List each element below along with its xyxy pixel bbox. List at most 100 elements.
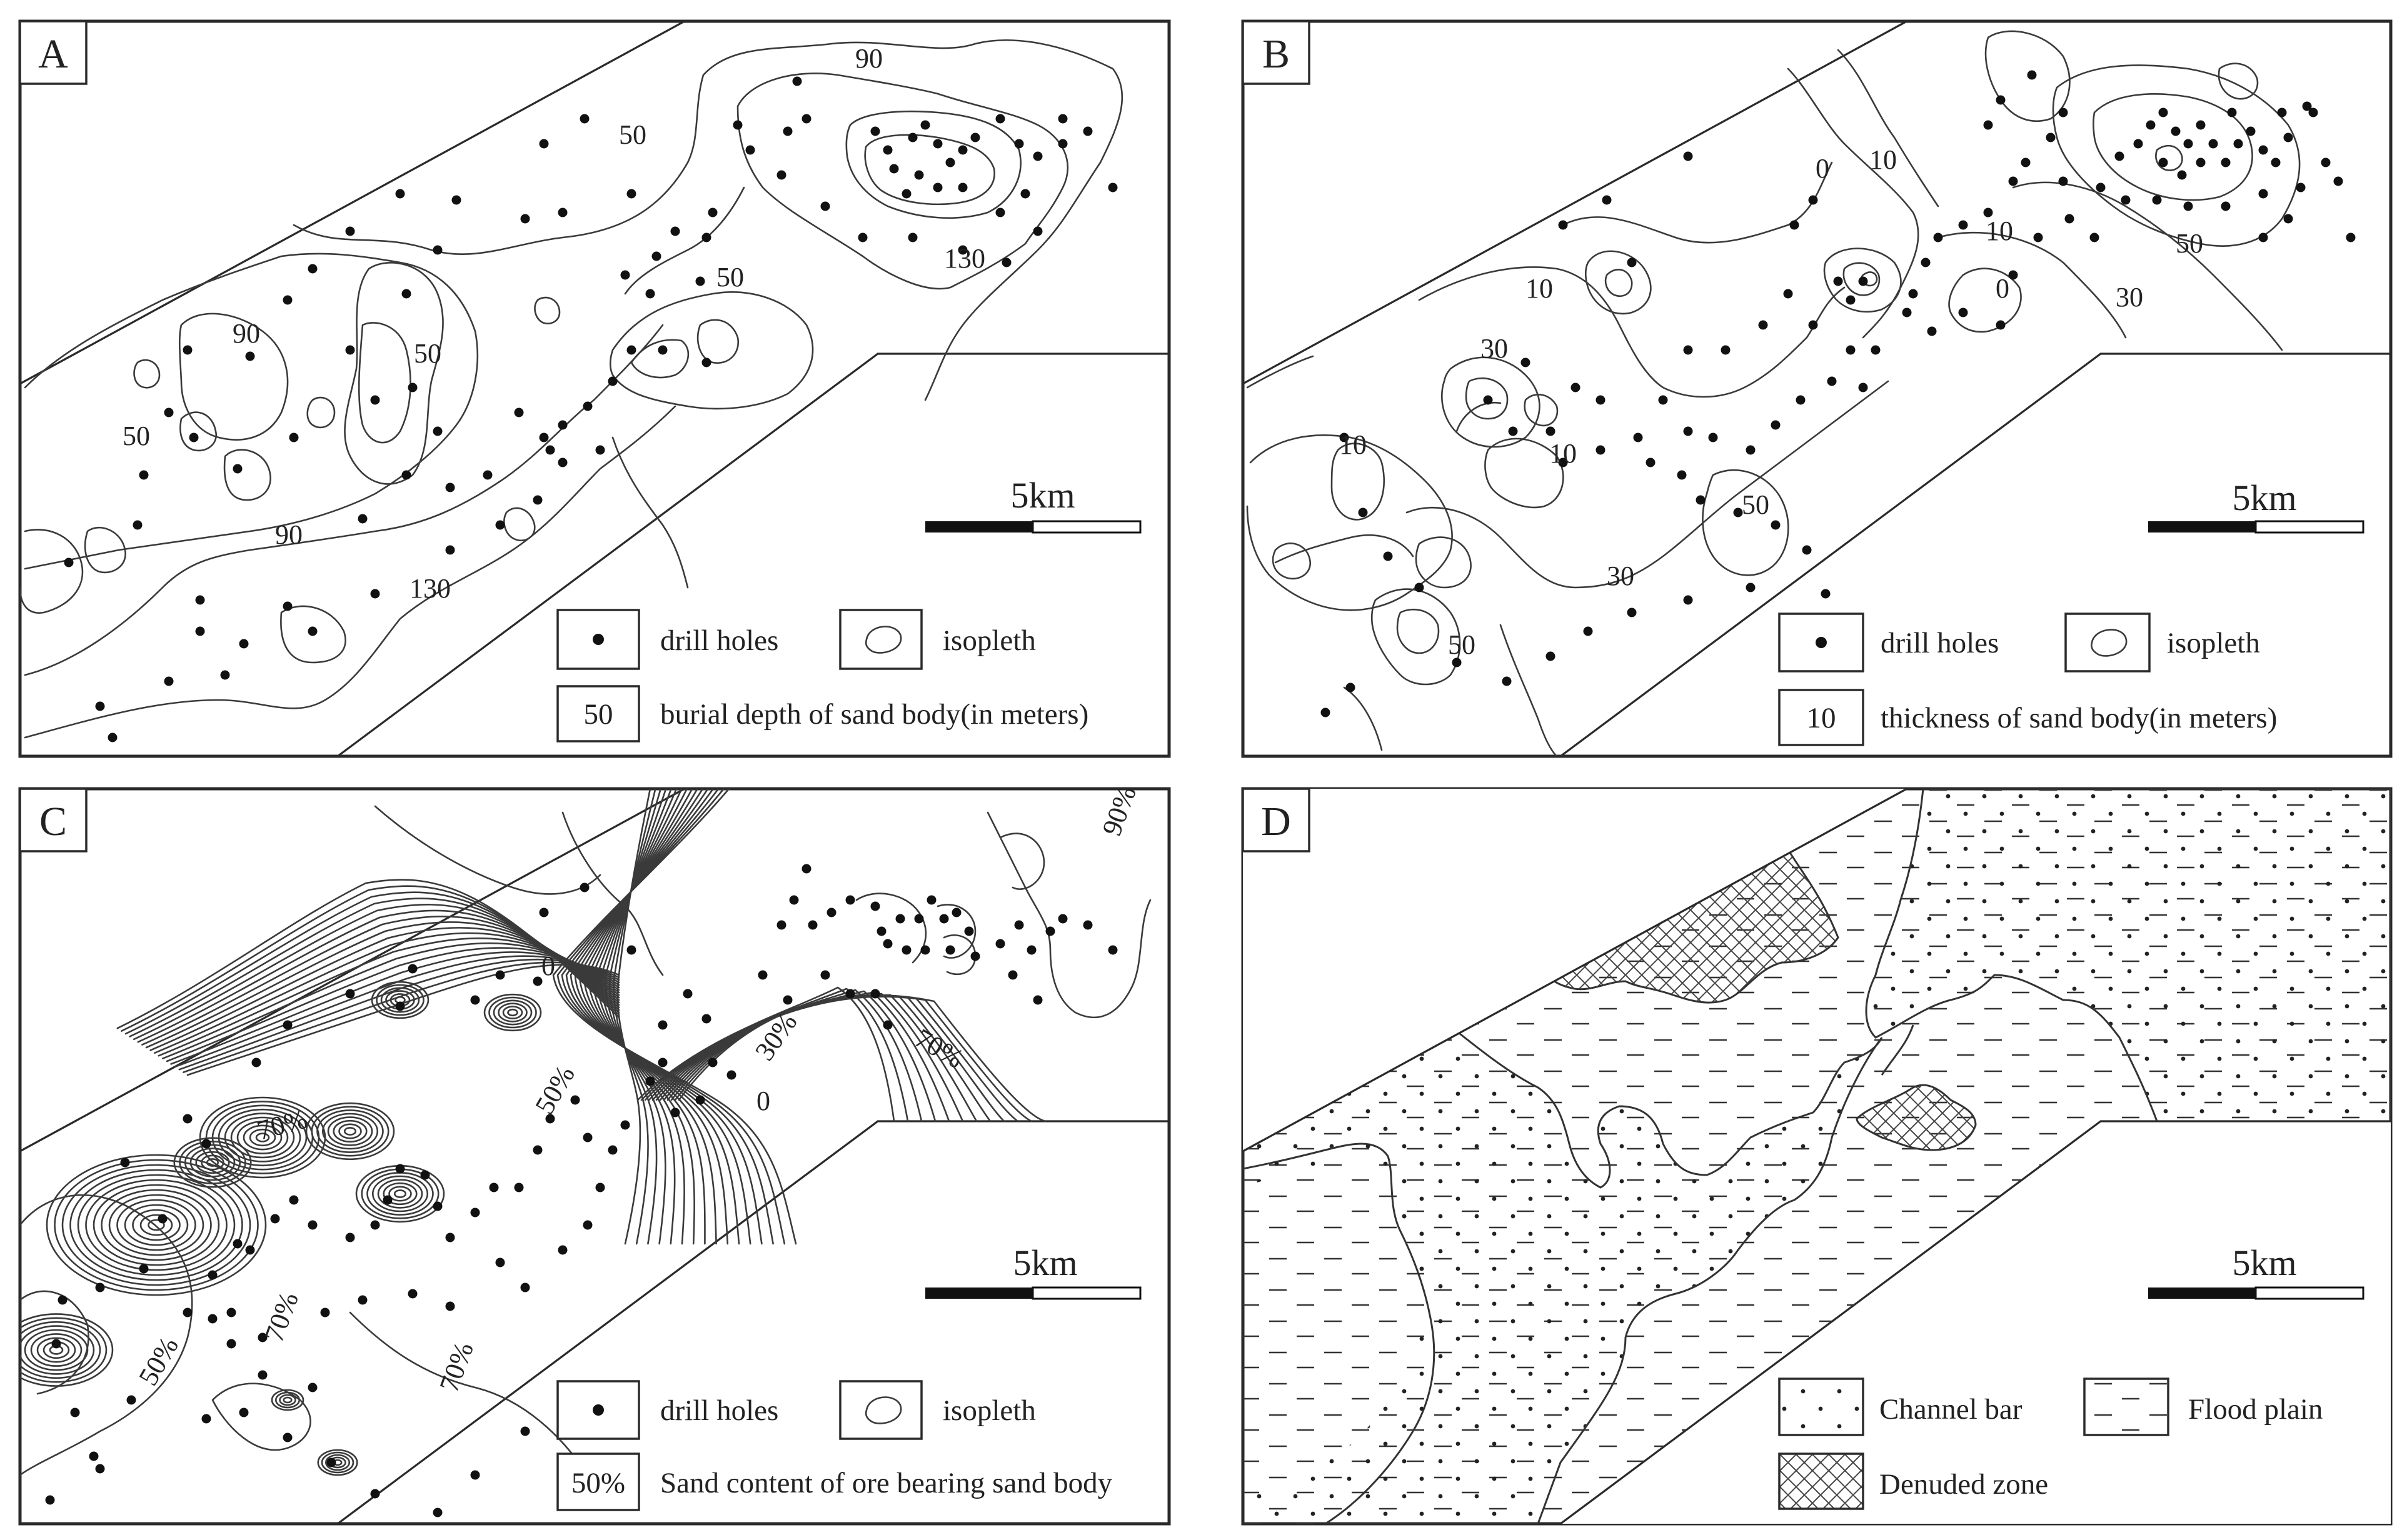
drill-hole <box>1345 682 1355 692</box>
scale-bar-filled <box>925 521 1033 532</box>
isopleth <box>374 805 601 895</box>
isopleth <box>201 1154 224 1171</box>
drill-hole <box>558 458 568 468</box>
drill-hole <box>358 1295 368 1305</box>
isopleth <box>343 1127 357 1136</box>
drill-hole <box>208 1314 218 1324</box>
isopleth <box>236 1121 289 1154</box>
isopleth <box>249 1128 276 1147</box>
drill-hole <box>2158 108 2168 118</box>
drill-hole <box>1383 551 1393 561</box>
drill-hole <box>1771 420 1781 430</box>
panel-letter-box <box>1242 20 1310 85</box>
drill-hole <box>776 170 786 180</box>
isopleth <box>20 1290 89 1395</box>
panel-letter-box <box>19 20 88 85</box>
isopleth <box>613 789 656 1245</box>
drill-hole <box>164 676 174 686</box>
panel-letter-box <box>19 788 88 852</box>
basin-boundary-upper <box>20 21 685 385</box>
drill-hole <box>370 395 380 405</box>
drill-hole <box>483 470 493 480</box>
drill-hole <box>208 1270 218 1280</box>
isopleth <box>69 1169 243 1281</box>
isopleth <box>651 991 950 1122</box>
drill-hole-symbol <box>1816 637 1827 648</box>
legend-channel-bar-label: Channel bar <box>1879 1393 2023 1426</box>
panel-letter-box <box>1242 788 1310 852</box>
contour-label: 0 <box>756 1086 770 1116</box>
drill-hole <box>2283 132 2293 142</box>
contour-label: 30 <box>2116 282 2143 312</box>
drill-hole <box>558 1245 568 1255</box>
drill-hole <box>1646 458 1656 468</box>
drill-hole <box>945 158 955 168</box>
drill-hole <box>908 232 918 242</box>
drill-hole <box>789 895 799 905</box>
drill-hole <box>520 1282 530 1292</box>
drill-hole <box>870 126 880 136</box>
drill-hole <box>2183 139 2193 149</box>
legend-value-caption: burial depth of sand body(in meters) <box>660 698 1088 731</box>
isopleth <box>189 1148 236 1178</box>
isopleth <box>616 789 651 1245</box>
drill-hole <box>827 908 837 918</box>
isopleth <box>148 1219 165 1231</box>
drill-hole <box>758 970 768 980</box>
drill-hole <box>183 1114 193 1124</box>
drill-hole <box>645 289 655 299</box>
drill-hole <box>1789 220 1799 230</box>
isopleth <box>179 1141 246 1184</box>
drill-hole <box>920 120 930 130</box>
isopleth <box>380 987 420 1013</box>
drill-hole <box>445 1301 455 1311</box>
drill-hole <box>308 1382 318 1392</box>
drill-hole <box>258 1370 268 1380</box>
isopleth <box>493 999 533 1026</box>
drill-hole <box>1658 395 1668 405</box>
drill-hole <box>1633 432 1643 442</box>
drill-hole <box>580 882 590 892</box>
drill-hole <box>345 226 355 236</box>
drill-hole <box>245 1245 255 1255</box>
drill-hole <box>808 920 818 930</box>
contour-label: 50 <box>1448 629 1475 660</box>
drill-hole <box>345 345 355 355</box>
contour-label: 30 <box>1607 561 1634 591</box>
isopleth <box>108 1194 204 1256</box>
isopleth <box>388 1186 412 1202</box>
legend-value-caption: thickness of sand body(in meters) <box>1881 702 2277 734</box>
drill-hole <box>258 1332 268 1342</box>
panel-b-thickness-map: 0 10 10 10 0 30 50 30 10 10 30 50 50 B 5… <box>1241 19 2393 758</box>
drill-hole <box>283 295 293 305</box>
panel-letter: B <box>1262 31 1290 77</box>
drill-hole <box>920 945 930 955</box>
drill-hole <box>233 1239 243 1249</box>
drill-hole <box>1802 545 1812 555</box>
drill-hole <box>283 1020 293 1030</box>
drill-hole <box>1002 258 1012 268</box>
drill-hole <box>239 639 249 649</box>
drill-hole <box>1758 320 1768 330</box>
legend-value-sample: 50% <box>571 1467 625 1499</box>
drill-hole <box>201 1414 211 1424</box>
isopleth <box>376 984 425 1016</box>
drill-hole <box>514 408 524 418</box>
drill-hole <box>401 470 411 480</box>
drill-hole <box>1783 289 1793 299</box>
isopleth <box>255 1132 270 1142</box>
scale-bar: 5km <box>2148 478 2364 534</box>
contour-label: 10 <box>1525 273 1553 304</box>
isopleth <box>596 789 685 1245</box>
drill-hole <box>658 345 668 355</box>
drill-hole <box>914 170 924 180</box>
panel-a-burial-depth-map: 50 90 50 90 50 90 130 50 130 A 5km drill… <box>18 19 1171 758</box>
legend-denuded-zone-label: Denuded zone <box>1879 1468 2048 1501</box>
drill-hole <box>70 1408 80 1418</box>
isopleth <box>20 1194 193 1476</box>
drill-holes <box>45 864 1118 1518</box>
drill-hole <box>1683 426 1693 436</box>
drill-hole <box>370 1220 380 1230</box>
scale-label: 5km <box>2232 478 2296 518</box>
drill-hole <box>1808 195 1818 205</box>
